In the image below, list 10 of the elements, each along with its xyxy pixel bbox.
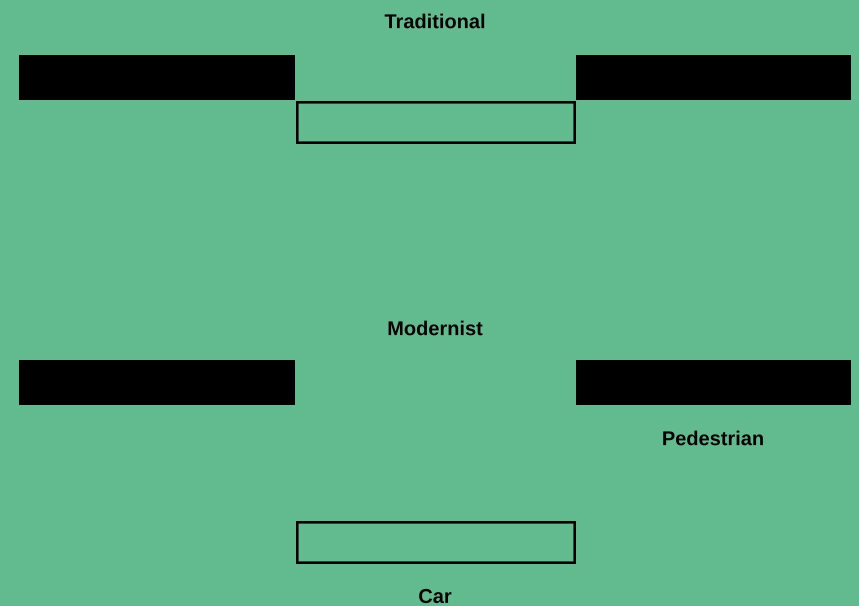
building-bar	[19, 55, 295, 100]
road-outline	[296, 101, 576, 144]
building-bar	[576, 360, 851, 405]
road-outline	[296, 521, 576, 564]
heading: Traditional	[384, 14, 484, 28]
zone-label: Pedestrian	[663, 430, 763, 446]
zone-label: Car	[419, 588, 452, 604]
building-bar	[576, 55, 851, 100]
building-bar	[19, 360, 295, 405]
heading: Modernist	[388, 320, 483, 336]
